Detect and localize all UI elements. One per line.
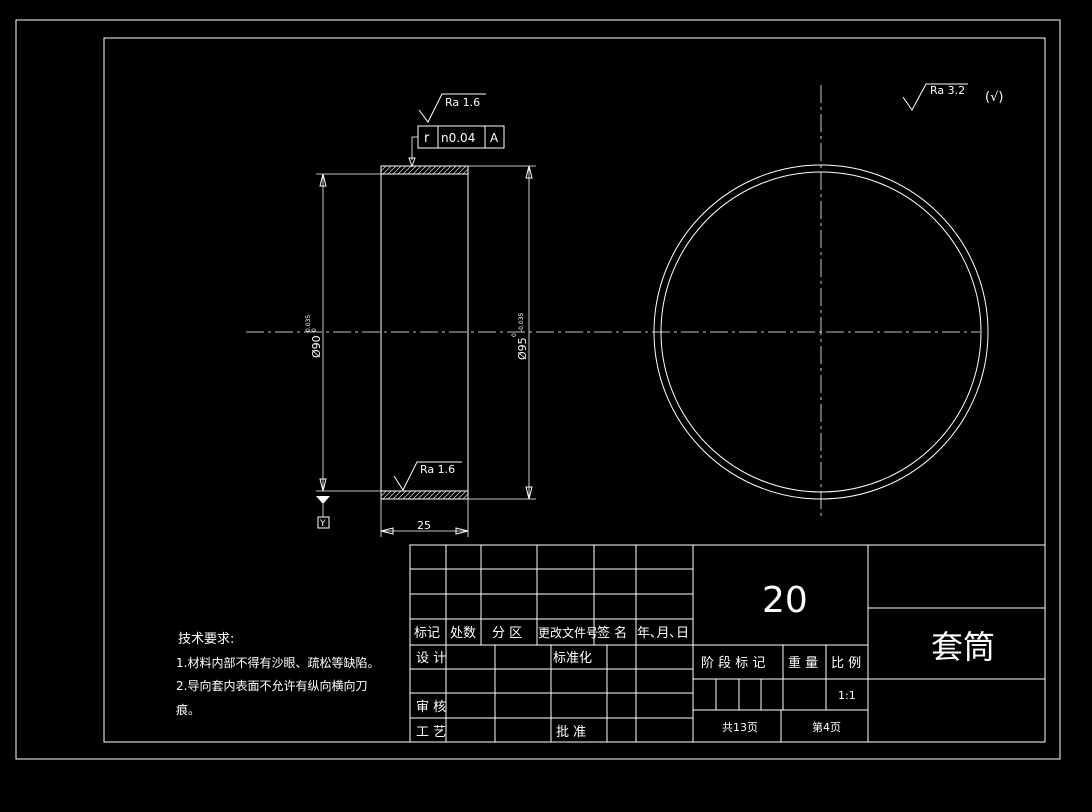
dim-outer-label: Ø95 xyxy=(516,337,529,360)
dim-inner-tol-lower: 0 xyxy=(311,328,318,332)
page-number-label: 第4页 xyxy=(812,720,841,734)
dim-outer-tol-lower: -0.035 xyxy=(518,312,525,332)
outer-frame xyxy=(15,19,1061,760)
process-label: 工 艺 xyxy=(416,725,446,740)
tech-requirement-item: 1.材料内部不得有沙眼、疏松等缺陷。 xyxy=(176,655,379,670)
tolerance-datum: A xyxy=(490,131,499,145)
approve-label: 批 准 xyxy=(556,725,586,740)
roughness-symbol-inner: Ra 1.6 xyxy=(393,461,462,492)
tech-requirement-item: 痕。 xyxy=(176,702,200,717)
weight-label: 重 量 xyxy=(788,655,818,671)
stage-mark-label: 阶 段 标 记 xyxy=(701,656,765,671)
dim-width-label: 25 xyxy=(417,519,431,532)
end-view xyxy=(653,85,989,518)
total-pages-label: 共13页 xyxy=(722,721,758,734)
tech-requirement-item: 2.导向套内表面不允许有纵向横向刀 xyxy=(176,678,367,693)
datum-marker: Y xyxy=(316,496,330,529)
general-roughness-note: (√) xyxy=(985,90,1003,105)
general-roughness: Ra 3.2 (√) xyxy=(902,83,1003,111)
dim-inner-label: Ø90 xyxy=(310,335,323,358)
roughness-symbol-top: Ra 1.6 xyxy=(418,93,486,123)
header-change-doc: 更改文件号 xyxy=(538,625,598,640)
dim-outer-tol-upper: 0 xyxy=(511,333,518,337)
roughness-top-label: Ra 1.6 xyxy=(445,96,480,109)
design-label: 设 计 xyxy=(416,651,446,666)
header-count: 处数 xyxy=(450,626,476,641)
header-date: 年､月､日 xyxy=(637,626,689,641)
scale-value: 1:1 xyxy=(838,689,856,702)
header-zone: 分 区 xyxy=(492,626,522,641)
sleeve-outline xyxy=(380,165,469,500)
section-view: Ø90 0.035 0 Ø95 0 -0.035 25 Ra 1.6 r n0.… xyxy=(246,93,980,537)
part-name-label: 套筒 xyxy=(931,628,995,666)
inner-circle xyxy=(660,171,982,493)
datum-label: Y xyxy=(319,519,326,529)
scale-header-label: 比 例 xyxy=(831,656,861,671)
review-label: 审 核 xyxy=(416,700,446,715)
outer-circle xyxy=(653,164,989,500)
tolerance-value: n0.04 xyxy=(441,131,475,145)
material-label: 20 xyxy=(762,580,808,621)
title-block: 20 套筒 标记 处数 分 区 更改文件号 签 名 年､月､日 设 计 标准化 … xyxy=(409,544,1046,743)
header-mark: 标记 xyxy=(414,626,440,641)
header-signature: 签 名 xyxy=(597,625,627,641)
hatch-top xyxy=(381,166,468,174)
tolerance-symbol: r xyxy=(424,131,430,146)
tech-requirements: 技术要求: 1.材料内部不得有沙眼、疏松等缺陷。 2.导向套内表面不允许有纵向横… xyxy=(176,632,379,717)
tech-requirements-title: 技术要求: xyxy=(178,632,234,647)
hatch-bottom xyxy=(381,491,468,499)
roughness-inner-label: Ra 1.6 xyxy=(420,463,455,476)
general-roughness-label: Ra 3.2 xyxy=(930,84,965,97)
dim-inner-tol-upper: 0.035 xyxy=(305,315,312,332)
standardization-label: 标准化 xyxy=(553,651,592,666)
tolerance-frame: r n0.04 A xyxy=(408,125,505,168)
